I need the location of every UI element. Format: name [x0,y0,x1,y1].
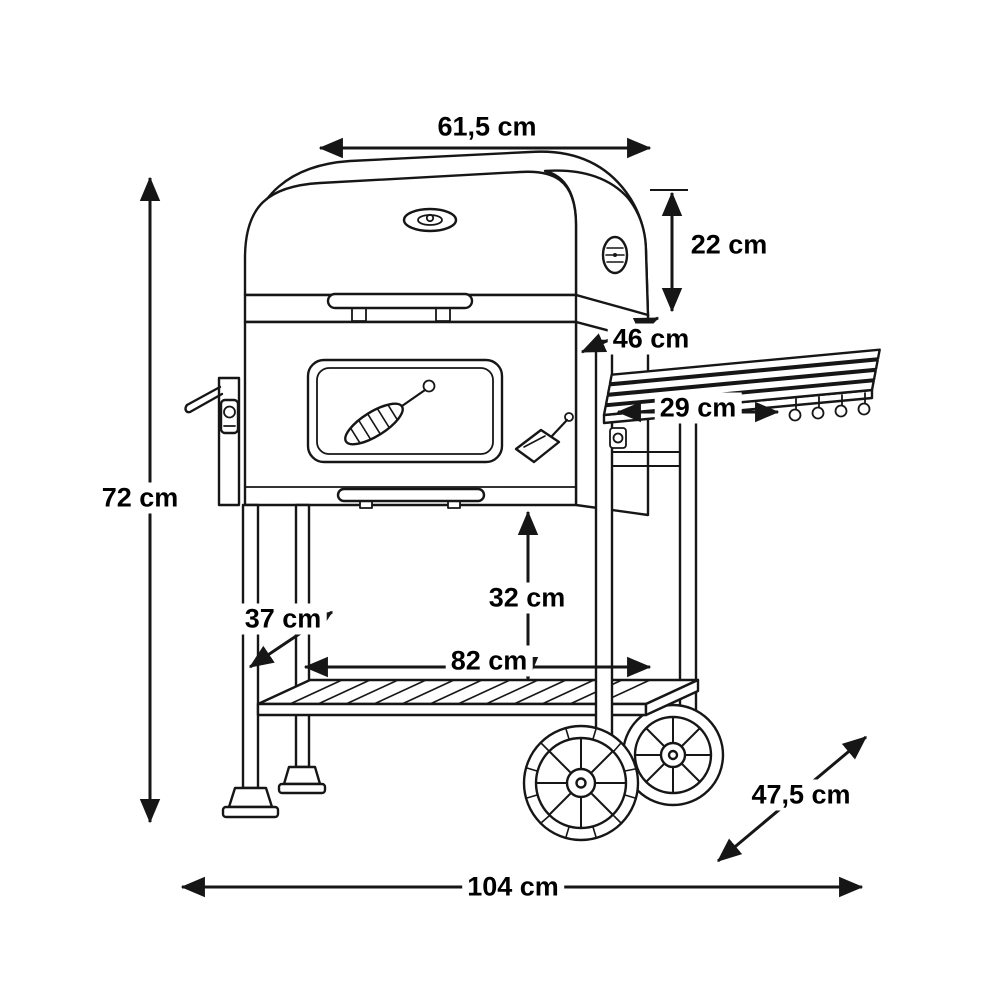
dim-label-total-width: 104 cm [462,871,564,903]
tool-hooks-icon [788,392,871,422]
bottom-shelf [256,678,700,717]
grill-body-front [243,320,578,509]
grill-lid-front [243,170,578,297]
bottle-opener-icon [219,398,240,435]
lid-handle [326,292,474,322]
dim-label-lower-shelf-depth: 37 cm [239,603,327,635]
grill-line-drawing [184,150,881,842]
ash-drawer-handle [336,487,486,509]
dim-label-frame-width: 82 cm [445,645,533,677]
grill-brush-icon [344,379,436,446]
front-door [306,358,504,464]
post-knob-icon [609,427,627,449]
left-legs [221,503,327,819]
front-wheel [522,724,640,842]
lid-damper-icon [402,207,458,233]
left-post [184,376,241,507]
spatula-icon [514,412,574,464]
dim-label-top-width: 61,5 cm [432,111,542,143]
dim-label-under-body-clearance: 32 cm [483,582,571,614]
dim-label-lid-height: 22 cm [685,229,773,261]
dim-label-lid-depth: 46 cm [607,323,695,355]
dim-label-side-shelf-width: 29 cm [654,392,742,424]
dim-label-base-depth: 47,5 cm [746,779,856,811]
side-handle [184,385,224,414]
dim-label-total-height: 72 cm [96,482,184,514]
